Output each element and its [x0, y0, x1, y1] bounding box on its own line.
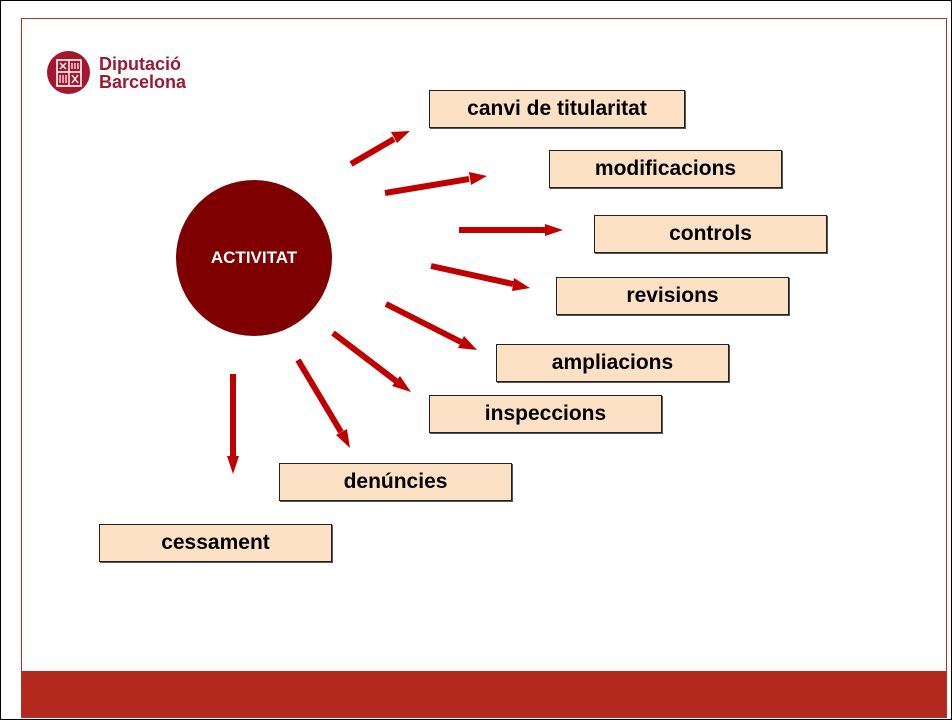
footer-bar: [22, 671, 946, 717]
coat-of-arms-icon: [47, 51, 90, 94]
box-denuncies: denúncies: [279, 463, 512, 501]
diputacio-logo: Diputació Barcelona: [47, 51, 186, 94]
box-canvi-de-titularitat: canvi de titularitat: [429, 90, 685, 128]
logo-line-2: Barcelona: [99, 71, 187, 92]
box-cessament: cessament: [99, 524, 332, 562]
arrow-modificacions: [384, 172, 487, 196]
box-modificacions: modificacions: [549, 150, 782, 188]
arrow-ampliacions: [384, 301, 477, 350]
arrow-revisions: [430, 263, 530, 291]
slide: Diputació Barcelona: [21, 18, 947, 718]
arrow-cessament: [227, 374, 239, 474]
arrow-controls: [459, 224, 563, 236]
box-ampliacions: ampliacions: [496, 344, 729, 382]
activitat-node: ACTIVITAT: [176, 180, 332, 336]
logo-wordmark: Diputació Barcelona: [99, 55, 186, 91]
box-inspeccions: inspeccions: [429, 395, 662, 433]
arrow-canvi-de-titularitat: [349, 131, 410, 167]
arrow-inspeccions: [331, 330, 411, 392]
arrows-diagram: [227, 131, 563, 474]
box-revisions: revisions: [556, 277, 789, 315]
activitat-label: ACTIVITAT: [210, 248, 298, 267]
arrow-denuncies: [295, 358, 350, 448]
logo-line-1: Diputació: [99, 53, 182, 74]
box-controls: controls: [594, 215, 827, 253]
